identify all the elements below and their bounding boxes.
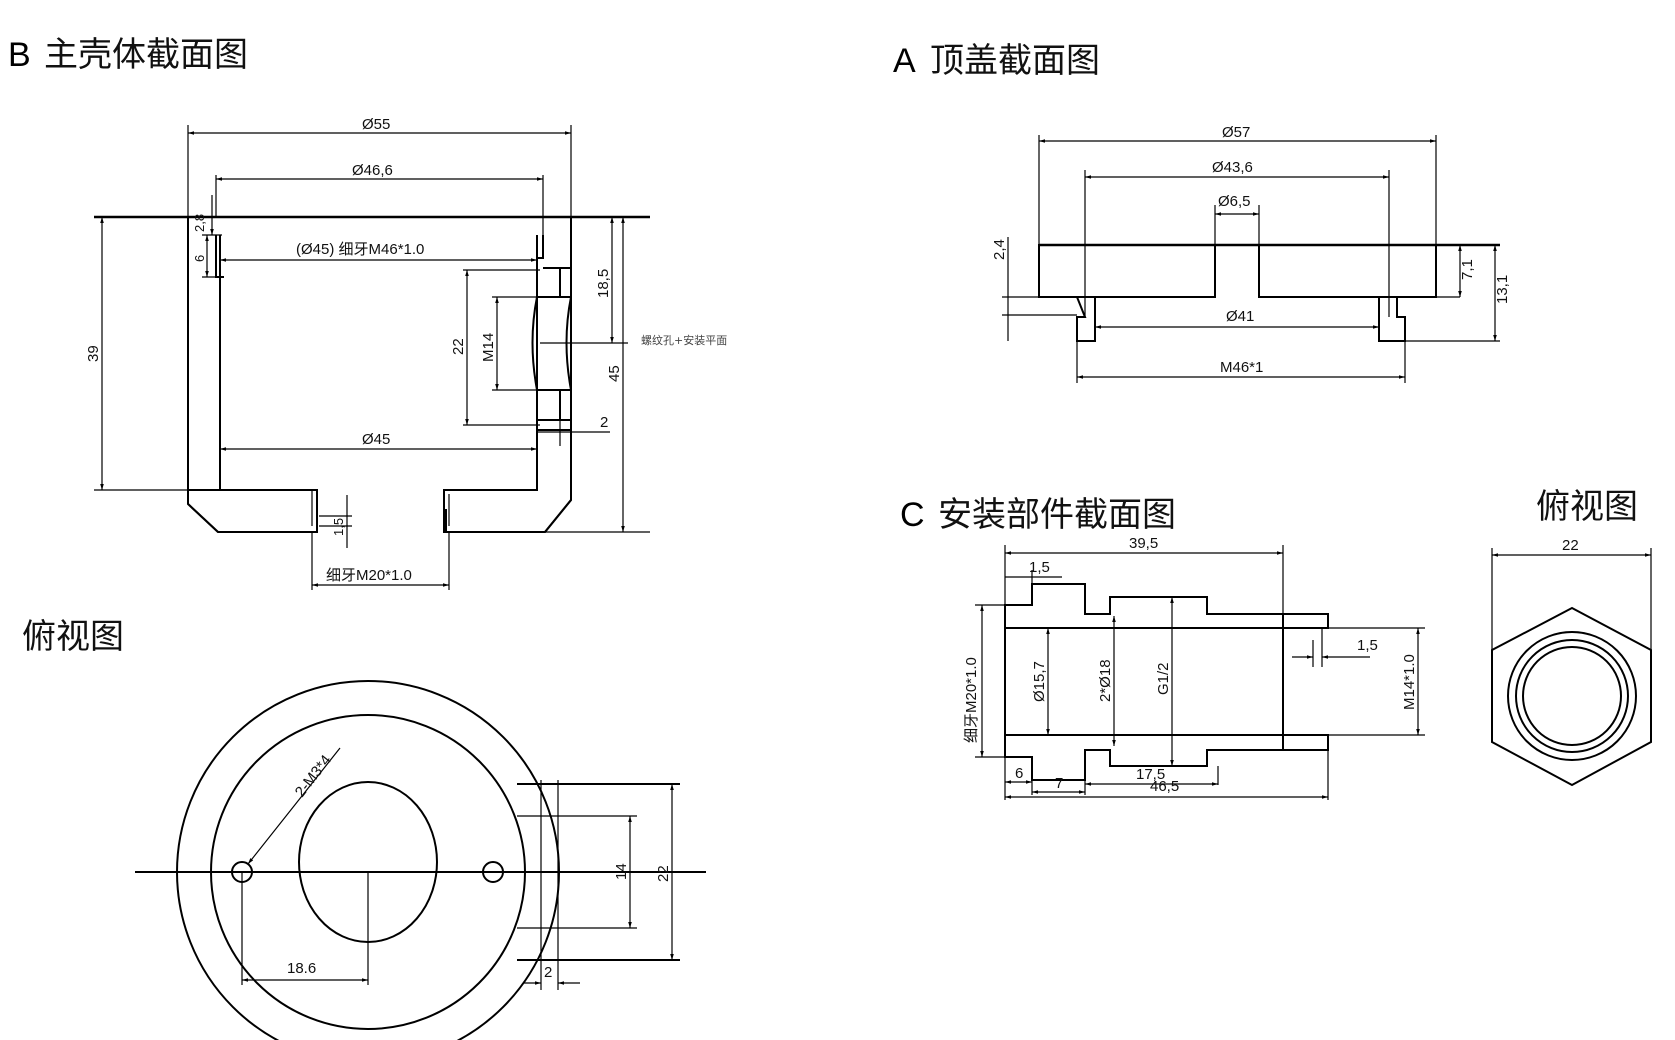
- dim-1-5a-label: 1,5: [1029, 559, 1050, 576]
- section-a-top-cover: A 顶盖截面图 Ø57 Ø43,6 Ø6,5 2,4 Ø41: [893, 41, 1511, 383]
- dim-h2-4-label: 2,4: [991, 239, 1008, 260]
- top-view-outer-circle: [176, 680, 560, 1040]
- section-c-title: 安装部件截面图: [938, 495, 1176, 535]
- dim-h13-1-label: 13,1: [1494, 275, 1511, 304]
- dim-w2-label: 2: [600, 414, 608, 431]
- dim-hex-22-label: 22: [1562, 537, 1579, 554]
- dim-h18-5-label: 18,5: [595, 269, 612, 298]
- cover-right-hatch: [1258, 244, 1437, 298]
- dim-2-label: 2: [544, 964, 552, 981]
- hex-thread-outer: [1507, 631, 1637, 761]
- fitting-lower-nipple-hatch: [1282, 734, 1329, 751]
- dim-18-6-label: 18.6: [287, 960, 316, 977]
- dim-g12-label: G1/2: [1155, 662, 1172, 695]
- dim-14-label: 14: [613, 863, 630, 880]
- section-c-mounting-part: C 安装部件截面图 39,5 1,5 细牙M20*1.0 Ø15,7 2*Ø18: [900, 495, 1425, 800]
- b-top-view-title: 俯视图: [22, 617, 124, 657]
- dim-h22-label: 22: [450, 338, 467, 355]
- dim-m14-label: M14*1.0: [1401, 654, 1418, 710]
- dim-holes-leader: [247, 747, 341, 865]
- dim-holes-label: 2-M3*4: [292, 752, 335, 801]
- c-top-view-title: 俯视图: [1536, 487, 1638, 527]
- hex-bore: [1522, 646, 1622, 746]
- side-port-lower-hatch: [536, 389, 572, 431]
- dim-m46-label: M46*1: [1220, 359, 1263, 376]
- section-c-letter: C: [900, 496, 925, 534]
- dim-39-5-label: 39,5: [1129, 535, 1158, 552]
- dim-d6-5-label: Ø6,5: [1218, 193, 1251, 210]
- dim-h2-8-label: 2,8: [192, 214, 207, 232]
- housing-bottom-left-hatch: [187, 489, 318, 533]
- dim-1-5b-label: 1,5: [1357, 637, 1378, 654]
- dim-h39-label: 39: [85, 345, 102, 362]
- fitting-upper-nipple-hatch: [1282, 613, 1329, 629]
- dim-d57-label: Ø57: [1222, 124, 1250, 141]
- dim-d45-label: Ø45: [362, 431, 390, 448]
- dim-m20-label: 细牙M20*1.0: [963, 657, 980, 743]
- dim-h1-5-label: 1,5: [331, 518, 346, 536]
- dim-d41-label: Ø41: [1226, 308, 1254, 325]
- dim-17-5-label: 17,5: [1136, 766, 1165, 783]
- fitting-upper-wall-hatch: [1004, 583, 1284, 629]
- section-b-main-housing: B 主壳体截面图 Ø55 Ø46,6 (Ø45) 细牙M46*1.0 Ø45: [8, 35, 727, 590]
- dim-d55-label: Ø55: [362, 116, 390, 133]
- dim-h6-label: 6: [192, 255, 207, 262]
- housing-bottom-right-hatch: [443, 429, 572, 533]
- dim-6-label: 6: [1015, 765, 1023, 782]
- housing-outline: [187, 217, 572, 533]
- section-a-title: 顶盖截面图: [930, 41, 1100, 81]
- dim-h45-label: 45: [606, 365, 623, 382]
- dim-d18-label: 2*Ø18: [1097, 659, 1114, 702]
- section-b-top-view: 俯视图 2-M3*4 18.6 14 22 2: [22, 617, 706, 1040]
- section-a-letter: A: [893, 42, 916, 80]
- cover-left-hatch: [1038, 244, 1216, 298]
- hex-thread-mid: [1515, 639, 1629, 753]
- thread-hole-mounting-note: 螺纹孔+安装平面: [641, 333, 727, 347]
- dim-7-label: 7: [1055, 775, 1063, 792]
- dim-m14-label: M14: [480, 333, 497, 362]
- cover-stub-right-hatch: [1378, 296, 1406, 342]
- bottom-thread-walls: [311, 490, 450, 532]
- dim-46-5-label: 46,5: [1150, 778, 1179, 795]
- dim-d15-7-label: Ø15,7: [1031, 661, 1048, 702]
- side-port-profile: [531, 267, 572, 421]
- dim-h7-1-label: 7,1: [1459, 259, 1476, 280]
- dim-thread-top-label: (Ø45) 细牙M46*1.0: [296, 241, 424, 258]
- cover-stub-left-hatch: [1075, 296, 1096, 342]
- dim-22-label: 22: [655, 865, 672, 882]
- section-c-top-view: 俯视图 22: [1491, 487, 1652, 787]
- dim-d43-6-label: Ø43,6: [1212, 159, 1253, 176]
- section-b-title: 主壳体截面图: [44, 35, 248, 75]
- section-b-letter: B: [8, 36, 31, 74]
- dim-m20-label: 细牙M20*1.0: [326, 567, 412, 584]
- dim-d46-6-label: Ø46,6: [352, 162, 393, 179]
